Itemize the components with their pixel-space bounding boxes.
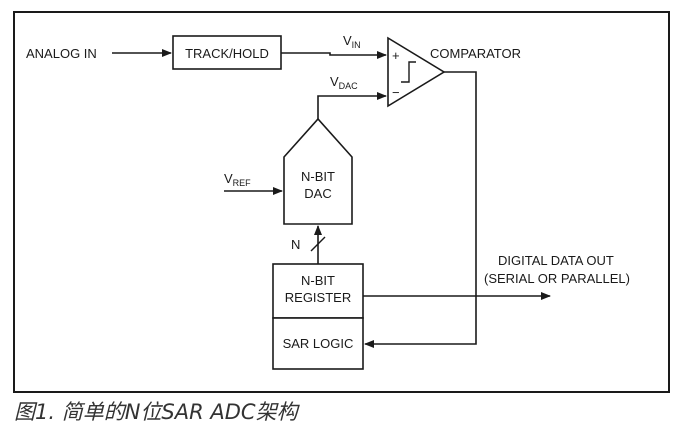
vdac-wire	[317, 92, 387, 119]
vref-label-main: V	[224, 171, 233, 186]
dac-label-line1: N-BIT	[301, 169, 335, 184]
digital-out-label-line2: (SERIAL OR PARALLEL)	[484, 271, 630, 286]
vin-label-sub: IN	[352, 40, 361, 50]
vin-label: VIN	[343, 33, 361, 50]
figure-caption: 图1. 简单的N位SAR ADC架构	[14, 400, 298, 424]
vin-label-main: V	[343, 33, 352, 48]
comparator-feedback-wire	[364, 71, 477, 348]
track-hold-block	[172, 35, 282, 70]
comparator-hysteresis-icon	[401, 61, 416, 83]
dac-label-line2: DAC	[304, 186, 331, 201]
comparator-minus: −	[392, 85, 400, 100]
track-hold-label: TRACK/HOLD	[185, 46, 269, 61]
comparator-symbol	[387, 36, 446, 108]
vref-label: VREF	[224, 171, 251, 188]
analog-in-label: ANALOG IN	[26, 46, 97, 61]
bus-slash	[310, 236, 326, 252]
bus-width-label: N	[291, 237, 300, 252]
comparator-plus: +	[392, 48, 400, 63]
dac-block	[283, 117, 353, 225]
register-label-line1: N-BIT	[301, 273, 335, 288]
digital-out-label-line1: DIGITAL DATA OUT	[498, 253, 614, 268]
vref-label-sub: REF	[233, 178, 252, 188]
sar-logic-block	[272, 317, 364, 370]
vdac-label-main: V	[330, 74, 339, 89]
vdac-label: VDAC	[330, 74, 358, 91]
diagram-frame	[13, 11, 670, 393]
register-label-line2: REGISTER	[285, 290, 351, 305]
comparator-label: COMPARATOR	[430, 46, 521, 61]
vin-wire	[281, 51, 387, 59]
sar-logic-label: SAR LOGIC	[283, 336, 354, 351]
register-block	[272, 263, 364, 319]
vdac-label-sub: DAC	[339, 81, 359, 91]
